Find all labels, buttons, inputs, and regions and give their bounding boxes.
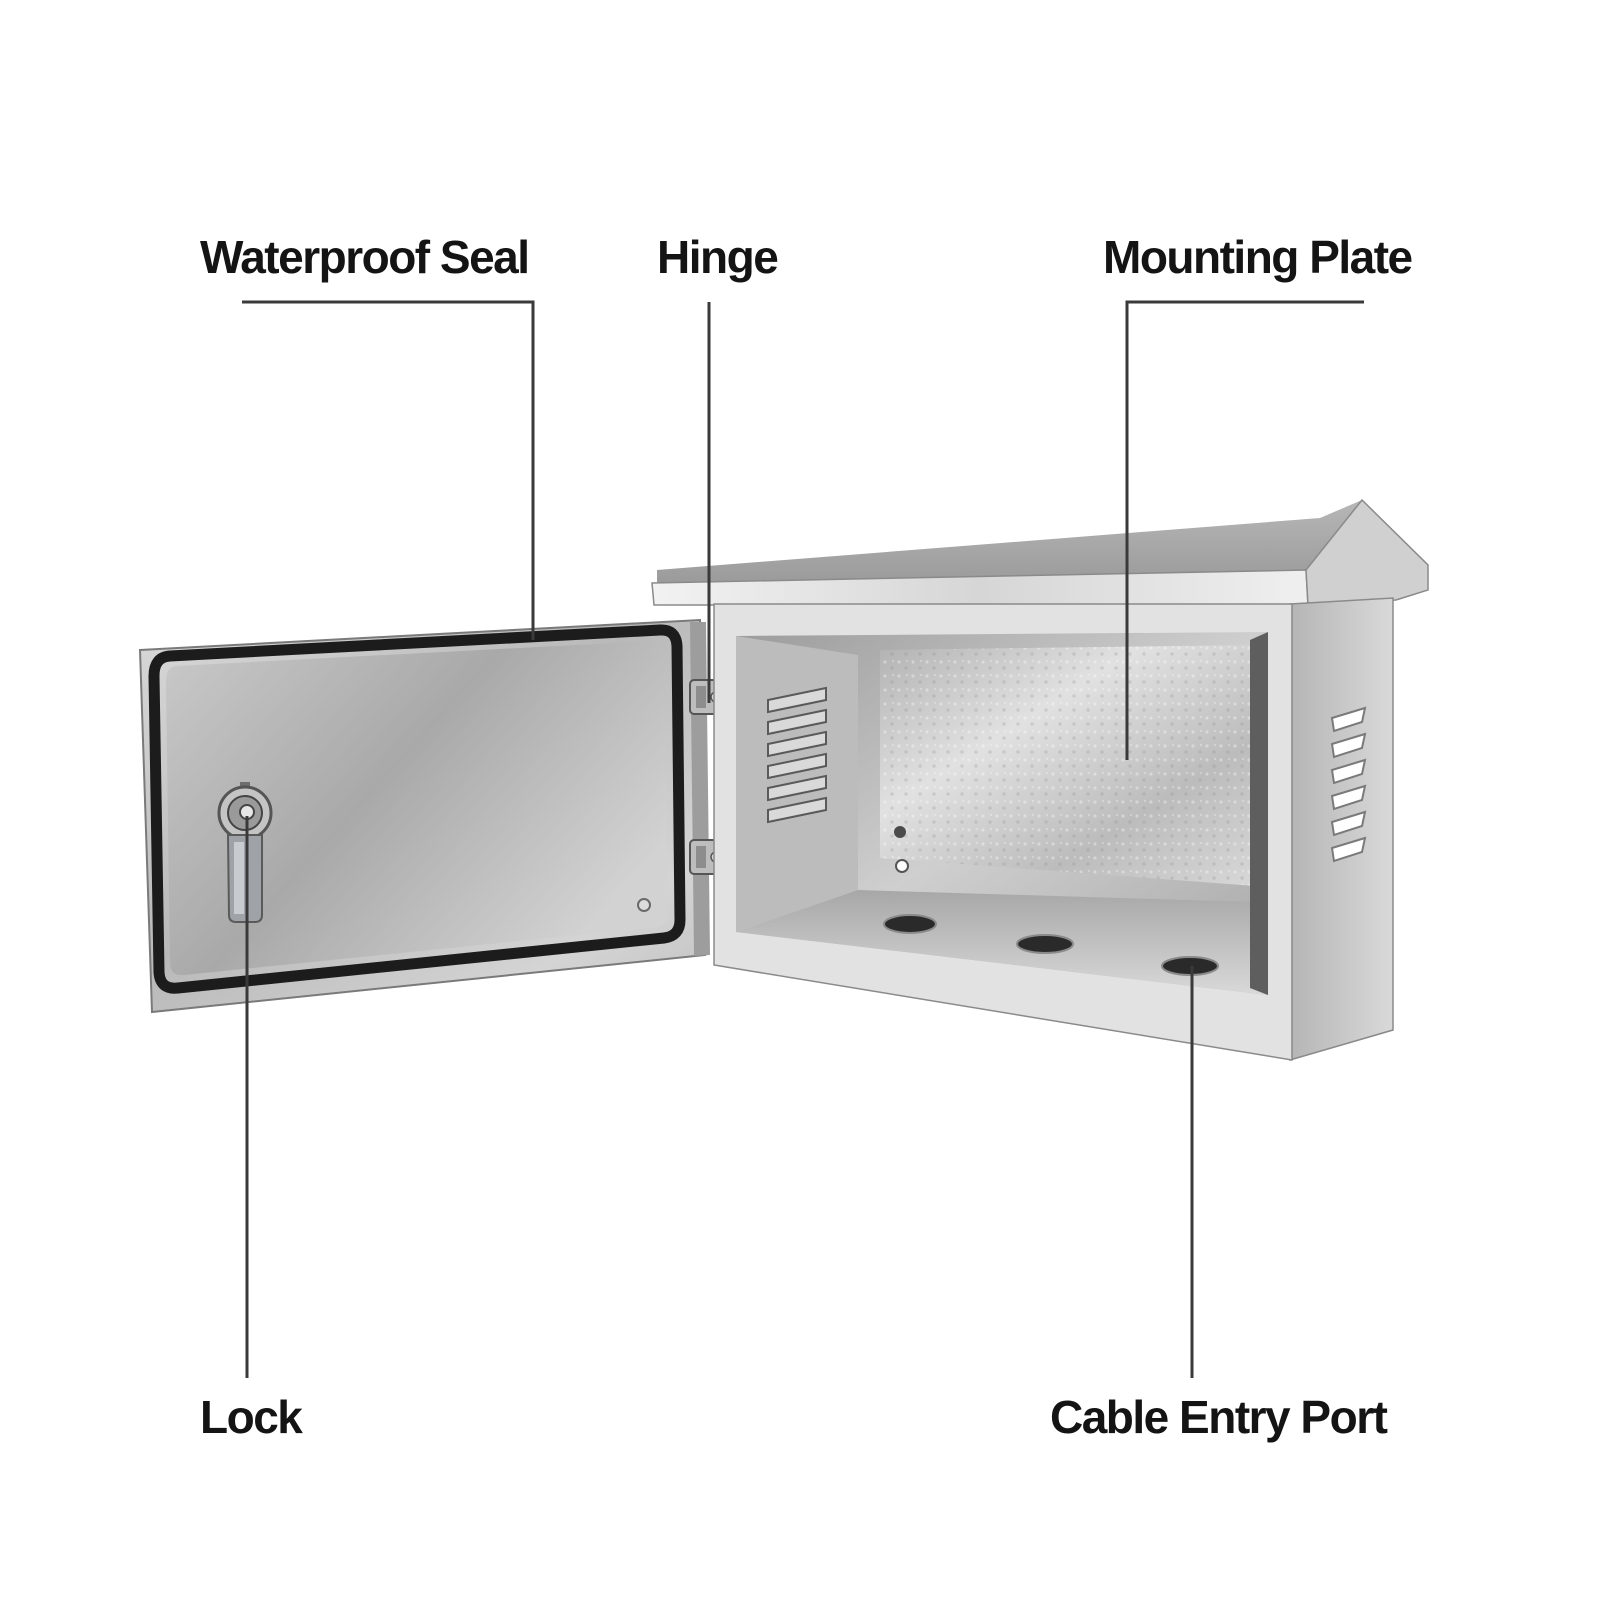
louver-vent-icon xyxy=(767,686,827,824)
cable-gland-hole-icon xyxy=(883,914,1219,976)
lock-icon xyxy=(217,782,273,923)
label-hinge: Hinge xyxy=(657,231,779,283)
inner-floor xyxy=(736,890,1268,995)
door-inner-panel xyxy=(166,641,668,976)
leader-line-waterproof-seal xyxy=(242,300,535,640)
label-cable-entry-port: Cable Entry Port xyxy=(1050,1391,1388,1443)
label-waterproof-seal: Waterproof Seal xyxy=(200,231,530,283)
roof-gable xyxy=(1305,498,1429,606)
roof-top xyxy=(657,500,1428,585)
label-mounting-plate: Mounting Plate xyxy=(1103,231,1413,283)
waterproof-seal-gasket xyxy=(148,624,686,994)
side-vent-icon xyxy=(1330,706,1367,863)
inner-right-lip xyxy=(1250,632,1268,995)
label-lock: Lock xyxy=(200,1391,303,1443)
door-screw xyxy=(637,898,651,912)
enclosure-door xyxy=(138,618,710,1014)
enclosure-body xyxy=(651,498,1429,1061)
leader-line-mounting-plate xyxy=(1125,300,1364,760)
mounting-plate xyxy=(880,645,1255,886)
leader-lines xyxy=(242,300,1364,1378)
